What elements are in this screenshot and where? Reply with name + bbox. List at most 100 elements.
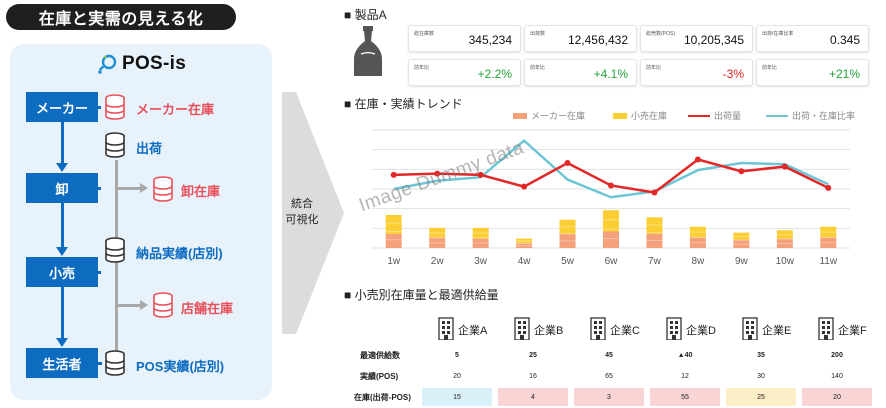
kpi-label: 前年比 xyxy=(762,65,778,71)
building-icon xyxy=(438,316,454,343)
row-label: 最適供給数 xyxy=(360,351,400,360)
stage-wholesale: 卸 xyxy=(26,173,98,203)
kpi-yoy-pos: 前年比 -3% xyxy=(640,59,753,86)
company-name: 企業F xyxy=(838,324,867,337)
company-name: 企業B xyxy=(534,324,564,337)
table-cell: 25 xyxy=(726,388,796,406)
stage-consumer: 生活者 xyxy=(26,348,98,378)
bar-retail-stock xyxy=(646,217,663,234)
table-cell: 30 xyxy=(757,372,765,380)
flow-item-maker-stock: メーカー在庫 xyxy=(136,102,215,117)
pos-is-logo: POS-is xyxy=(96,51,186,77)
integration-label-line2: 可視化 xyxy=(285,214,319,226)
x-tick-label: 3w xyxy=(474,256,488,267)
point-shipment xyxy=(781,163,788,170)
tree-connector xyxy=(115,187,141,190)
legend-swatch xyxy=(766,114,788,117)
table-cell: 65 xyxy=(605,372,613,380)
bar-retail-stock xyxy=(472,227,489,239)
bar-retail-stock xyxy=(820,226,837,238)
trend-heading: ■ 在庫・実績トレンド xyxy=(344,97,463,111)
legend-swatch xyxy=(688,114,710,117)
x-tick-label: 1w xyxy=(387,256,401,267)
legend-swatch xyxy=(613,112,627,119)
chart-bars xyxy=(385,210,837,248)
building-icon xyxy=(818,316,834,343)
shipment-db-icon xyxy=(105,132,125,158)
bar-maker-stock xyxy=(429,237,446,248)
kpi-value: 12,456,432 xyxy=(567,33,628,47)
flow-item-delivery: 納品実績(店別) xyxy=(136,246,223,261)
pos-is-logo-icon xyxy=(98,54,117,74)
point-shipment xyxy=(477,171,484,178)
legend-label: メーカー在庫 xyxy=(531,111,586,121)
kpi-value: -3% xyxy=(722,67,744,81)
table-cell: 200 xyxy=(831,351,843,359)
flow-arrow-down xyxy=(56,338,68,347)
legend-swatch xyxy=(513,112,527,119)
kpi-value: +21% xyxy=(828,67,860,81)
x-tick-label: 10w xyxy=(776,256,795,267)
x-tick-label: 9w xyxy=(735,256,749,267)
point-shipment xyxy=(521,183,528,190)
flow-connector xyxy=(98,271,101,274)
kpi-label: 出荷/在庫比率 xyxy=(762,31,794,37)
table-cell: 5 xyxy=(455,351,459,359)
x-tick-label: 5w xyxy=(561,256,575,267)
kpi-yoy-stock: 前年比 +2.2% xyxy=(408,59,521,86)
kpi-value: 0.345 xyxy=(829,33,860,47)
company-name: 企業E xyxy=(762,324,792,337)
stock-heading: ■ 小売別在庫量と最適供給量 xyxy=(344,288,499,302)
company-header: 企業E xyxy=(742,316,791,343)
tree-arrow-right xyxy=(140,183,148,193)
bar-maker-stock xyxy=(646,233,663,248)
product-heading: ■ 製品A xyxy=(344,8,387,22)
table-cell: 55 xyxy=(650,388,720,406)
tree-connector xyxy=(115,262,118,354)
legend-label: 小売在庫 xyxy=(631,111,668,121)
company-name: 企業A xyxy=(458,324,488,337)
kpi-label: 総在庫数 xyxy=(414,31,435,37)
kpi-label: 前年比 xyxy=(530,65,546,71)
chart-lines xyxy=(390,138,832,199)
kpi-label: 総売数(POS) xyxy=(646,31,675,37)
integration-label: 統合 可視化 xyxy=(256,196,348,228)
x-tick-label: 6w xyxy=(605,256,619,267)
building-icon xyxy=(742,316,758,343)
integration-label-line1: 統合 xyxy=(291,198,313,210)
bar-maker-stock xyxy=(776,238,793,248)
flow-item-wholesale-stock: 卸在庫 xyxy=(181,184,221,199)
stage-maker: メーカー xyxy=(26,92,98,122)
integration-arrow xyxy=(282,92,344,334)
company-header: 企業A xyxy=(438,316,487,343)
table-cell: 20 xyxy=(802,388,872,406)
company-header: 企業D xyxy=(666,316,716,343)
kpi-value: 345,234 xyxy=(468,33,512,47)
table-cell: 3 xyxy=(574,388,644,406)
building-icon xyxy=(590,316,606,343)
tree-connector xyxy=(115,160,118,252)
kpi-value: +2.2% xyxy=(477,67,512,81)
kpi-value: 10,205,345 xyxy=(683,33,744,47)
bar-maker-stock xyxy=(385,233,402,248)
flow-arrow-down xyxy=(56,163,68,172)
bar-retail-stock xyxy=(516,238,533,244)
table-cell: 12 xyxy=(681,372,689,380)
building-icon xyxy=(666,316,682,343)
table-cell: 16 xyxy=(529,372,537,380)
flow-connector xyxy=(61,203,64,248)
point-shipment xyxy=(434,170,441,177)
kpi-shipments: 出荷数 12,456,432 xyxy=(524,25,637,52)
x-tick-label: 4w xyxy=(518,256,532,267)
kpi-value: +4.1% xyxy=(593,67,628,81)
bar-maker-stock xyxy=(733,239,750,248)
legend-label: 出荷量 xyxy=(714,111,742,121)
table-cell: 15 xyxy=(422,388,492,406)
point-shipment xyxy=(608,182,614,189)
table-cell: 25 xyxy=(529,351,537,359)
bar-maker-stock xyxy=(472,238,489,248)
kpi-label: 出荷数 xyxy=(530,31,546,37)
point-shipment xyxy=(694,156,701,163)
kpi-ship-stock-ratio: 出荷/在庫比率 0.345 xyxy=(756,25,869,52)
table-cell: 45 xyxy=(605,351,613,359)
